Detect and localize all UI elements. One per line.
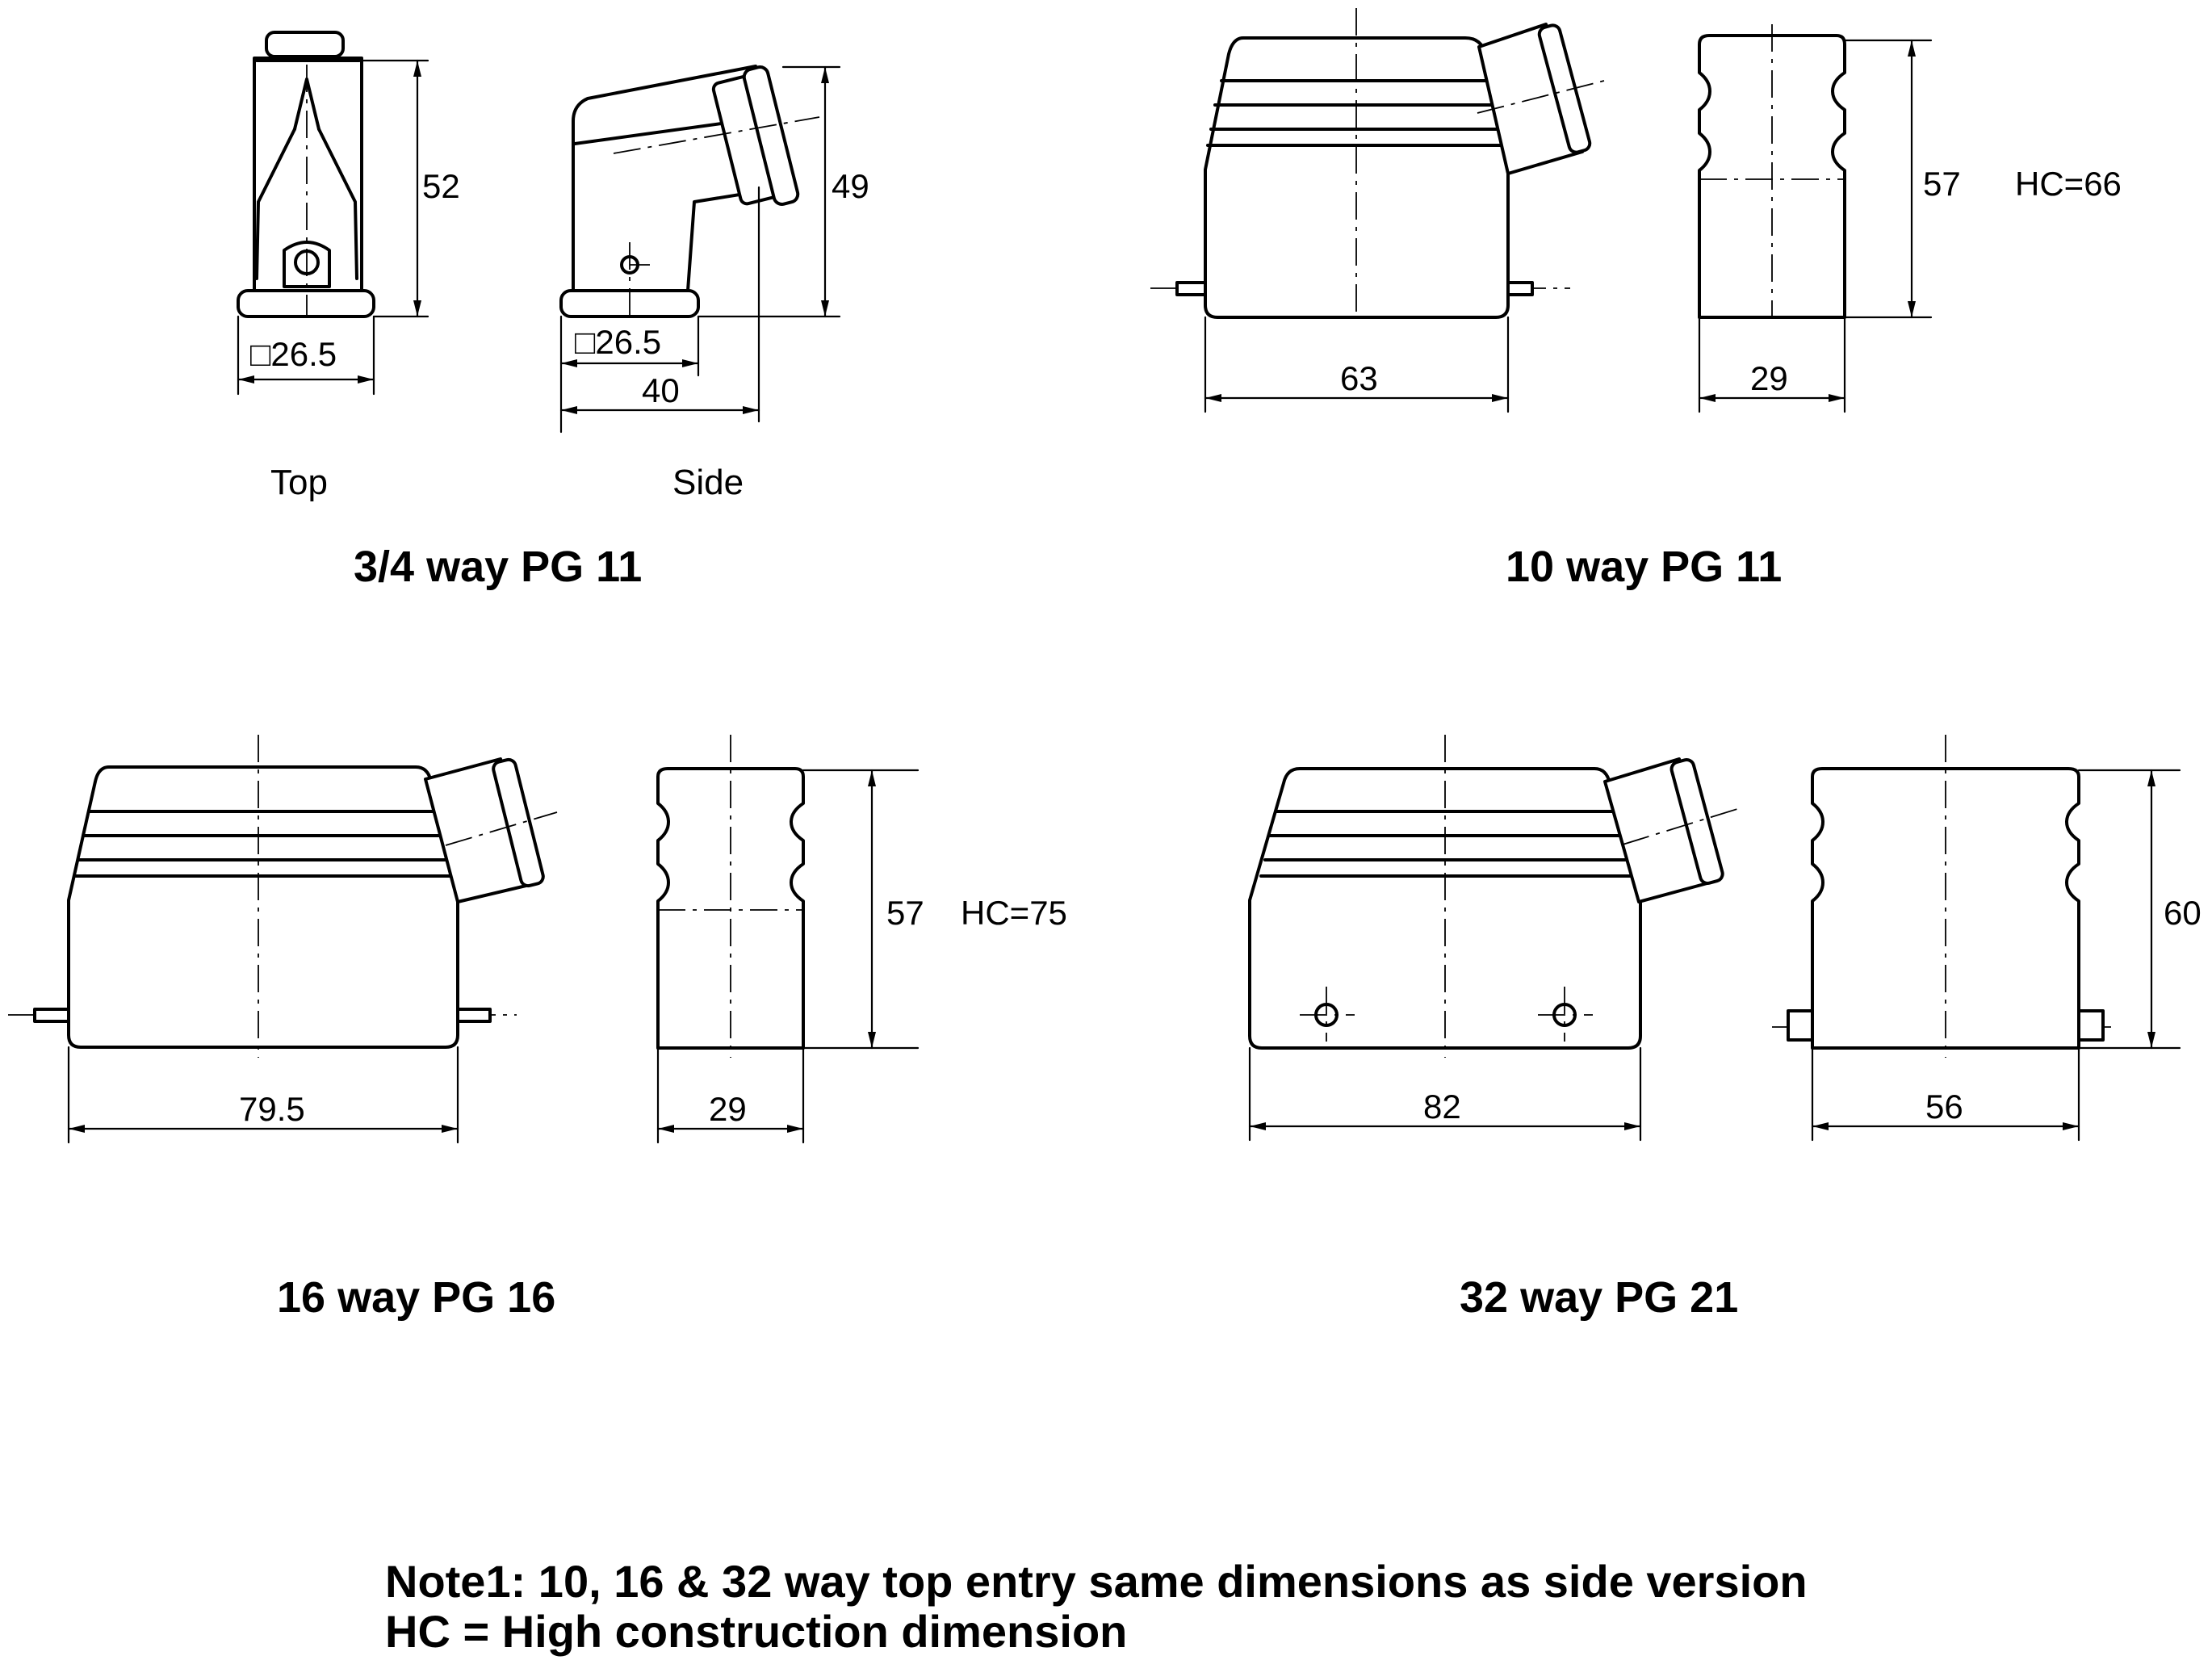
dim-16-width: 79.5 [239, 1090, 305, 1128]
note-line-1: Note1: 10, 16 & 32 way top entry same di… [385, 1556, 1808, 1607]
dim-32-width: 82 [1423, 1088, 1461, 1126]
dim-32-side [1811, 769, 2181, 1142]
dim-10-front [1204, 316, 1510, 413]
panel-title-10-way: 10 way PG 11 [1506, 543, 1782, 591]
dim-10-width: 63 [1340, 359, 1378, 397]
hood-16-front-view [8, 735, 558, 1058]
dim-16-depth: 29 [709, 1090, 747, 1128]
dim-34-top-height: 52 [422, 167, 460, 205]
view-label-side: Side [672, 463, 744, 502]
hood-34-top-view [237, 31, 375, 318]
hood-10-front-view [1150, 8, 1611, 319]
hood-32-front-view [1248, 735, 1738, 1058]
dim-10-hc: HC=66 [2015, 165, 2122, 203]
hood-16-side-view [656, 735, 805, 1058]
dim-32-height: 60 [2164, 894, 2202, 932]
dim-34-top-square: □26.5 [250, 335, 337, 373]
panel-title-32-way: 32 way PG 21 [1460, 1273, 1738, 1322]
hood-32-side-view [1772, 735, 2111, 1058]
panel-title-34-way: 3/4 way PG 11 [354, 543, 642, 591]
dim-10-height: 57 [1923, 165, 1961, 203]
hood-10-side-view [1698, 24, 1846, 319]
dim-10-depth: 29 [1750, 359, 1788, 397]
panel-title-16-way: 16 way PG 16 [277, 1273, 555, 1322]
dim-32-front [1248, 1046, 1642, 1142]
dim-16-hc: HC=75 [961, 894, 1067, 932]
dim-16-side [656, 769, 920, 1144]
dim-10-side [1698, 39, 1933, 413]
dim-34-side-width: 40 [642, 371, 680, 409]
dim-32-depth: 56 [1925, 1088, 1963, 1126]
view-label-top: Top [270, 463, 328, 502]
dim-16-height: 57 [886, 894, 924, 932]
hood-34-side-view [559, 65, 820, 318]
dim-34-side [559, 65, 841, 434]
dim-16-front [67, 1046, 459, 1144]
dim-34-side-square: □26.5 [575, 323, 661, 361]
dim-34-side-height: 49 [832, 167, 869, 205]
dim-34-top [237, 59, 429, 396]
note-line-2: HC = High construction dimension [385, 1606, 1127, 1657]
